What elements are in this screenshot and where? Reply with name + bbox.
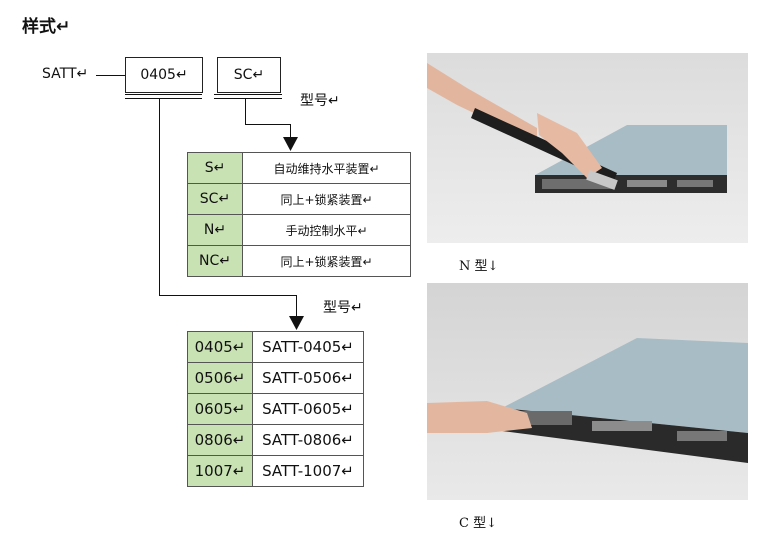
arrow-line	[290, 124, 291, 140]
type-desc-cell: 同上+锁紧装置↵	[242, 245, 411, 277]
table-row: SC↵ 同上+锁紧装置↵	[187, 183, 411, 215]
c-type-photo	[427, 283, 748, 500]
n-type-photo	[427, 53, 748, 243]
arrow-line	[245, 99, 246, 125]
c-type-caption: C 型↓	[459, 516, 497, 531]
arrow-down-icon	[283, 137, 298, 151]
prefix-label: SATT↵	[42, 66, 89, 82]
model-table: 0405↵ SATT-0405↵ 0506↵ SATT-0506↵ 0605↵ …	[187, 331, 364, 487]
type-desc-cell: 同上+锁紧装置↵	[242, 183, 411, 215]
underline	[214, 94, 282, 95]
type-desc-cell: 手动控制水平↵	[242, 214, 411, 246]
connector-line	[96, 75, 126, 76]
underline	[214, 98, 282, 99]
type-code-cell: SC↵	[187, 183, 243, 215]
mount-type-table: S↵ 自动维持水平装置↵ SC↵ 同上+锁紧装置↵ N↵ 手动控制水平↵ NC↵…	[187, 152, 411, 277]
table-row: 1007↵ SATT-1007↵	[187, 455, 364, 487]
type-code-cell: N↵	[187, 214, 243, 246]
type-code-cell: S↵	[187, 152, 243, 184]
model-name-cell: SATT-0806↵	[252, 424, 364, 456]
type-code-box: SC↵	[217, 57, 281, 93]
model-code-cell: 0605↵	[187, 393, 253, 425]
model-code-cell: 0806↵	[187, 424, 253, 456]
model-name-cell: SATT-0506↵	[252, 362, 364, 394]
size-code-box: 0405↵	[125, 57, 203, 93]
arrow-line	[296, 295, 297, 318]
model-name-cell: SATT-0605↵	[252, 393, 364, 425]
arrow-line	[159, 99, 160, 296]
type-label: 型号↵	[323, 300, 363, 316]
type-desc-cell: 自动维持水平装置↵	[242, 152, 411, 184]
n-type-caption: N 型↓	[459, 259, 499, 274]
type-label: 型号↵	[300, 93, 340, 109]
table-row: 0806↵ SATT-0806↵	[187, 424, 364, 456]
model-name-cell: SATT-0405↵	[252, 331, 364, 363]
model-name-cell: SATT-1007↵	[252, 455, 364, 487]
section-title: 样式↵	[22, 17, 71, 37]
table-row: 0605↵ SATT-0605↵	[187, 393, 364, 425]
underline	[125, 98, 202, 99]
table-row: S↵ 自动维持水平装置↵	[187, 152, 411, 184]
table-row: NC↵ 同上+锁紧装置↵	[187, 245, 411, 277]
model-code-cell: 0405↵	[187, 331, 253, 363]
table-row: 0506↵ SATT-0506↵	[187, 362, 364, 394]
arrow-down-icon	[289, 316, 304, 330]
type-code-cell: NC↵	[187, 245, 243, 277]
arrow-line	[159, 295, 297, 296]
model-code-cell: 0506↵	[187, 362, 253, 394]
table-row: 0405↵ SATT-0405↵	[187, 331, 364, 363]
model-code-cell: 1007↵	[187, 455, 253, 487]
arrow-line	[245, 124, 291, 125]
underline	[125, 94, 202, 95]
table-row: N↵ 手动控制水平↵	[187, 214, 411, 246]
